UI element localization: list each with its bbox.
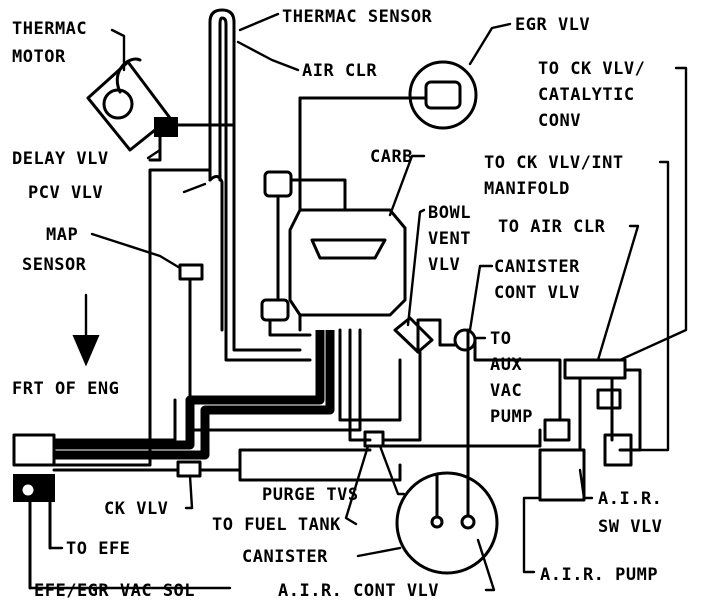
label-pcv-vlv: PCV VLV (28, 183, 103, 203)
label-to-ck-vlv-int-manifold: MANIFOLD (484, 179, 570, 199)
map-sensor (178, 263, 204, 281)
label-egr-vlv: EGR VLV (515, 15, 590, 35)
label-thermac-sensor: THERMAC SENSOR (282, 7, 433, 27)
thermac-sensor (208, 8, 236, 182)
label-to-aux-vac-pump: PUMP (490, 407, 533, 427)
label-to-aux-vac-pump: AUX (490, 355, 522, 375)
label-map-sensor: MAP (46, 225, 78, 245)
efe-egr-vac-solenoid (12, 433, 56, 590)
label-ck-vlv: CK VLV (104, 499, 168, 519)
carburetor (260, 170, 407, 322)
air-switching-valve (543, 358, 642, 467)
labels: THERMAC MOTOR THERMAC SENSOR EGR VLV AIR… (12, 7, 662, 601)
front-of-engine-arrow (72, 293, 100, 367)
label-bowl-vent-vlv: VENT (428, 229, 471, 249)
label-to-ck-vlv-catalytic: CATALYTIC (538, 85, 635, 105)
label-thermac-motor: THERMAC (12, 19, 87, 39)
label-canister: CANISTER (242, 547, 328, 567)
canister-control-valve (453, 328, 477, 352)
label-thermac-motor: MOTOR (12, 47, 66, 67)
label-to-fuel-tank: TO FUEL TANK (212, 515, 341, 535)
bowl-vent-valve (393, 316, 434, 354)
leader-lines (28, 12, 688, 592)
label-delay-vlv: DELAY VLV (12, 149, 109, 169)
label-to-air-clr: TO AIR CLR (498, 217, 606, 237)
label-to-ck-vlv-int-manifold: TO CK VLV/INT (484, 153, 624, 173)
pcv-valve (208, 175, 224, 332)
thermac-motor (86, 57, 172, 152)
label-to-ck-vlv-catalytic: TO CK VLV/ (538, 59, 645, 79)
label-efe-egr-vac-sol: EFE/EGR VAC SOL (34, 581, 195, 601)
label-frt-of-eng: FRT OF ENG (12, 379, 119, 399)
label-canister-cont-vlv: CANISTER (494, 257, 580, 277)
label-to-efe: TO EFE (66, 539, 130, 559)
label-purge-tvs: PURGE TVS (262, 485, 359, 505)
canister (395, 328, 499, 575)
label-bowl-vent-vlv: BOWL (428, 203, 471, 223)
check-valve (176, 460, 202, 478)
label-air-clr: AIR CLR (302, 61, 377, 81)
label-air-sw-vlv: SW VLV (598, 517, 662, 537)
label-to-ck-vlv-catalytic: CONV (538, 111, 581, 131)
label-to-aux-vac-pump: VAC (490, 381, 522, 401)
label-air-cont-vlv: A.I.R. CONT VLV (278, 581, 439, 601)
label-to-aux-vac-pump: TO (490, 329, 511, 349)
label-map-sensor: SENSOR (22, 255, 87, 275)
delay-valve (154, 117, 178, 137)
air-pump (538, 448, 586, 502)
label-carb: CARB (370, 147, 413, 167)
label-canister-cont-vlv: CONT VLV (494, 283, 580, 303)
label-air-sw-vlv: A.I.R. (598, 489, 662, 509)
label-air-pump: A.I.R. PUMP (540, 565, 658, 585)
label-bowl-vent-vlv: VLV (428, 255, 460, 275)
vacuum-hoses (52, 96, 562, 482)
